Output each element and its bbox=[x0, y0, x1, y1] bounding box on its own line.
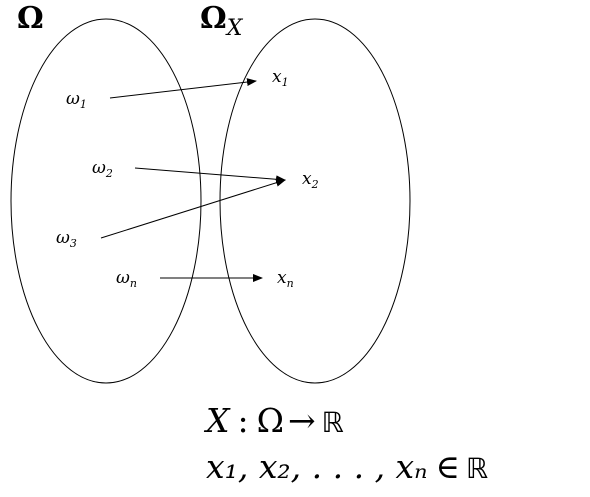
mapping-arrow-omega1-to-x1 bbox=[109, 78, 257, 99]
domain-element-omega-n: ωn bbox=[116, 268, 137, 290]
domain-set-label: Ω bbox=[17, 1, 44, 36]
domain-set-ellipse bbox=[10, 18, 202, 384]
codomain-set-label-subscript: X bbox=[225, 16, 244, 41]
domain-element-omega-2: ω2 bbox=[92, 158, 113, 180]
codomain-element-x-1: x1 bbox=[272, 67, 289, 89]
codomain-element-x-n: xn bbox=[277, 268, 294, 290]
formula-values-in-reals: x₁, x₂, . . . , xₙ∈ℝ bbox=[206, 447, 488, 486]
domain-element-omega-1: ω1 bbox=[66, 89, 87, 111]
codomain-element-x-2: x2 bbox=[302, 169, 319, 191]
mapping-arrow-omega3-to-x2 bbox=[100, 178, 286, 239]
domain-element-omega-3: ω3 bbox=[56, 228, 77, 250]
codomain-set-ellipse bbox=[219, 18, 411, 384]
mapping-arrow-omega2-to-x2 bbox=[134, 167, 286, 184]
codomain-set-label: ΩX bbox=[200, 1, 244, 41]
formula-random-variable-definition: X:Ω→ℝ bbox=[203, 401, 344, 440]
